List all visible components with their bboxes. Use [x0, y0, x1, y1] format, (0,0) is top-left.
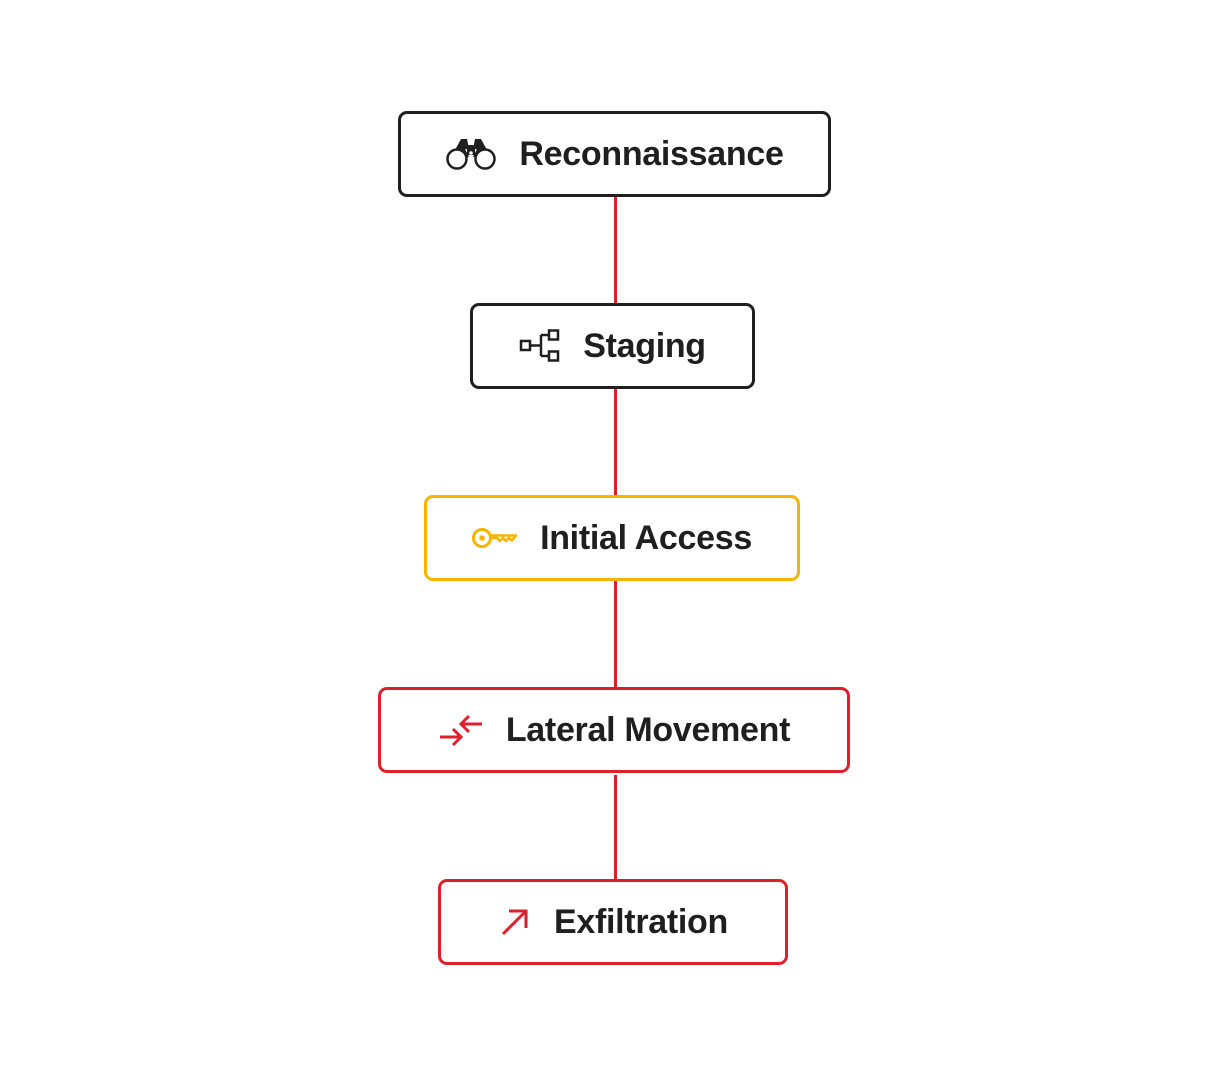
node-label: Initial Access — [540, 518, 752, 557]
connector-staging-access — [614, 389, 617, 497]
node-reconnaissance: Reconnaissance — [398, 111, 831, 197]
connector-lateral-exfil — [614, 775, 617, 881]
arrow-up-right-icon — [498, 905, 532, 939]
hierarchy-icon — [519, 329, 561, 363]
node-label: Lateral Movement — [505, 710, 791, 749]
node-label: Reconnaissance — [519, 134, 784, 173]
node-lateral-movement: Lateral Movement — [378, 687, 850, 773]
node-label: Staging — [583, 326, 706, 365]
node-initial-access: Initial Access — [424, 495, 800, 581]
binoculars-icon — [445, 137, 497, 171]
connector-recon-staging — [614, 197, 617, 305]
node-label: Exfiltration — [554, 902, 728, 941]
node-staging: Staging — [470, 303, 755, 389]
node-exfiltration: Exfiltration — [438, 879, 788, 965]
key-icon — [472, 525, 518, 551]
arrows-inward-icon — [438, 712, 484, 748]
connector-access-lateral — [614, 581, 617, 689]
